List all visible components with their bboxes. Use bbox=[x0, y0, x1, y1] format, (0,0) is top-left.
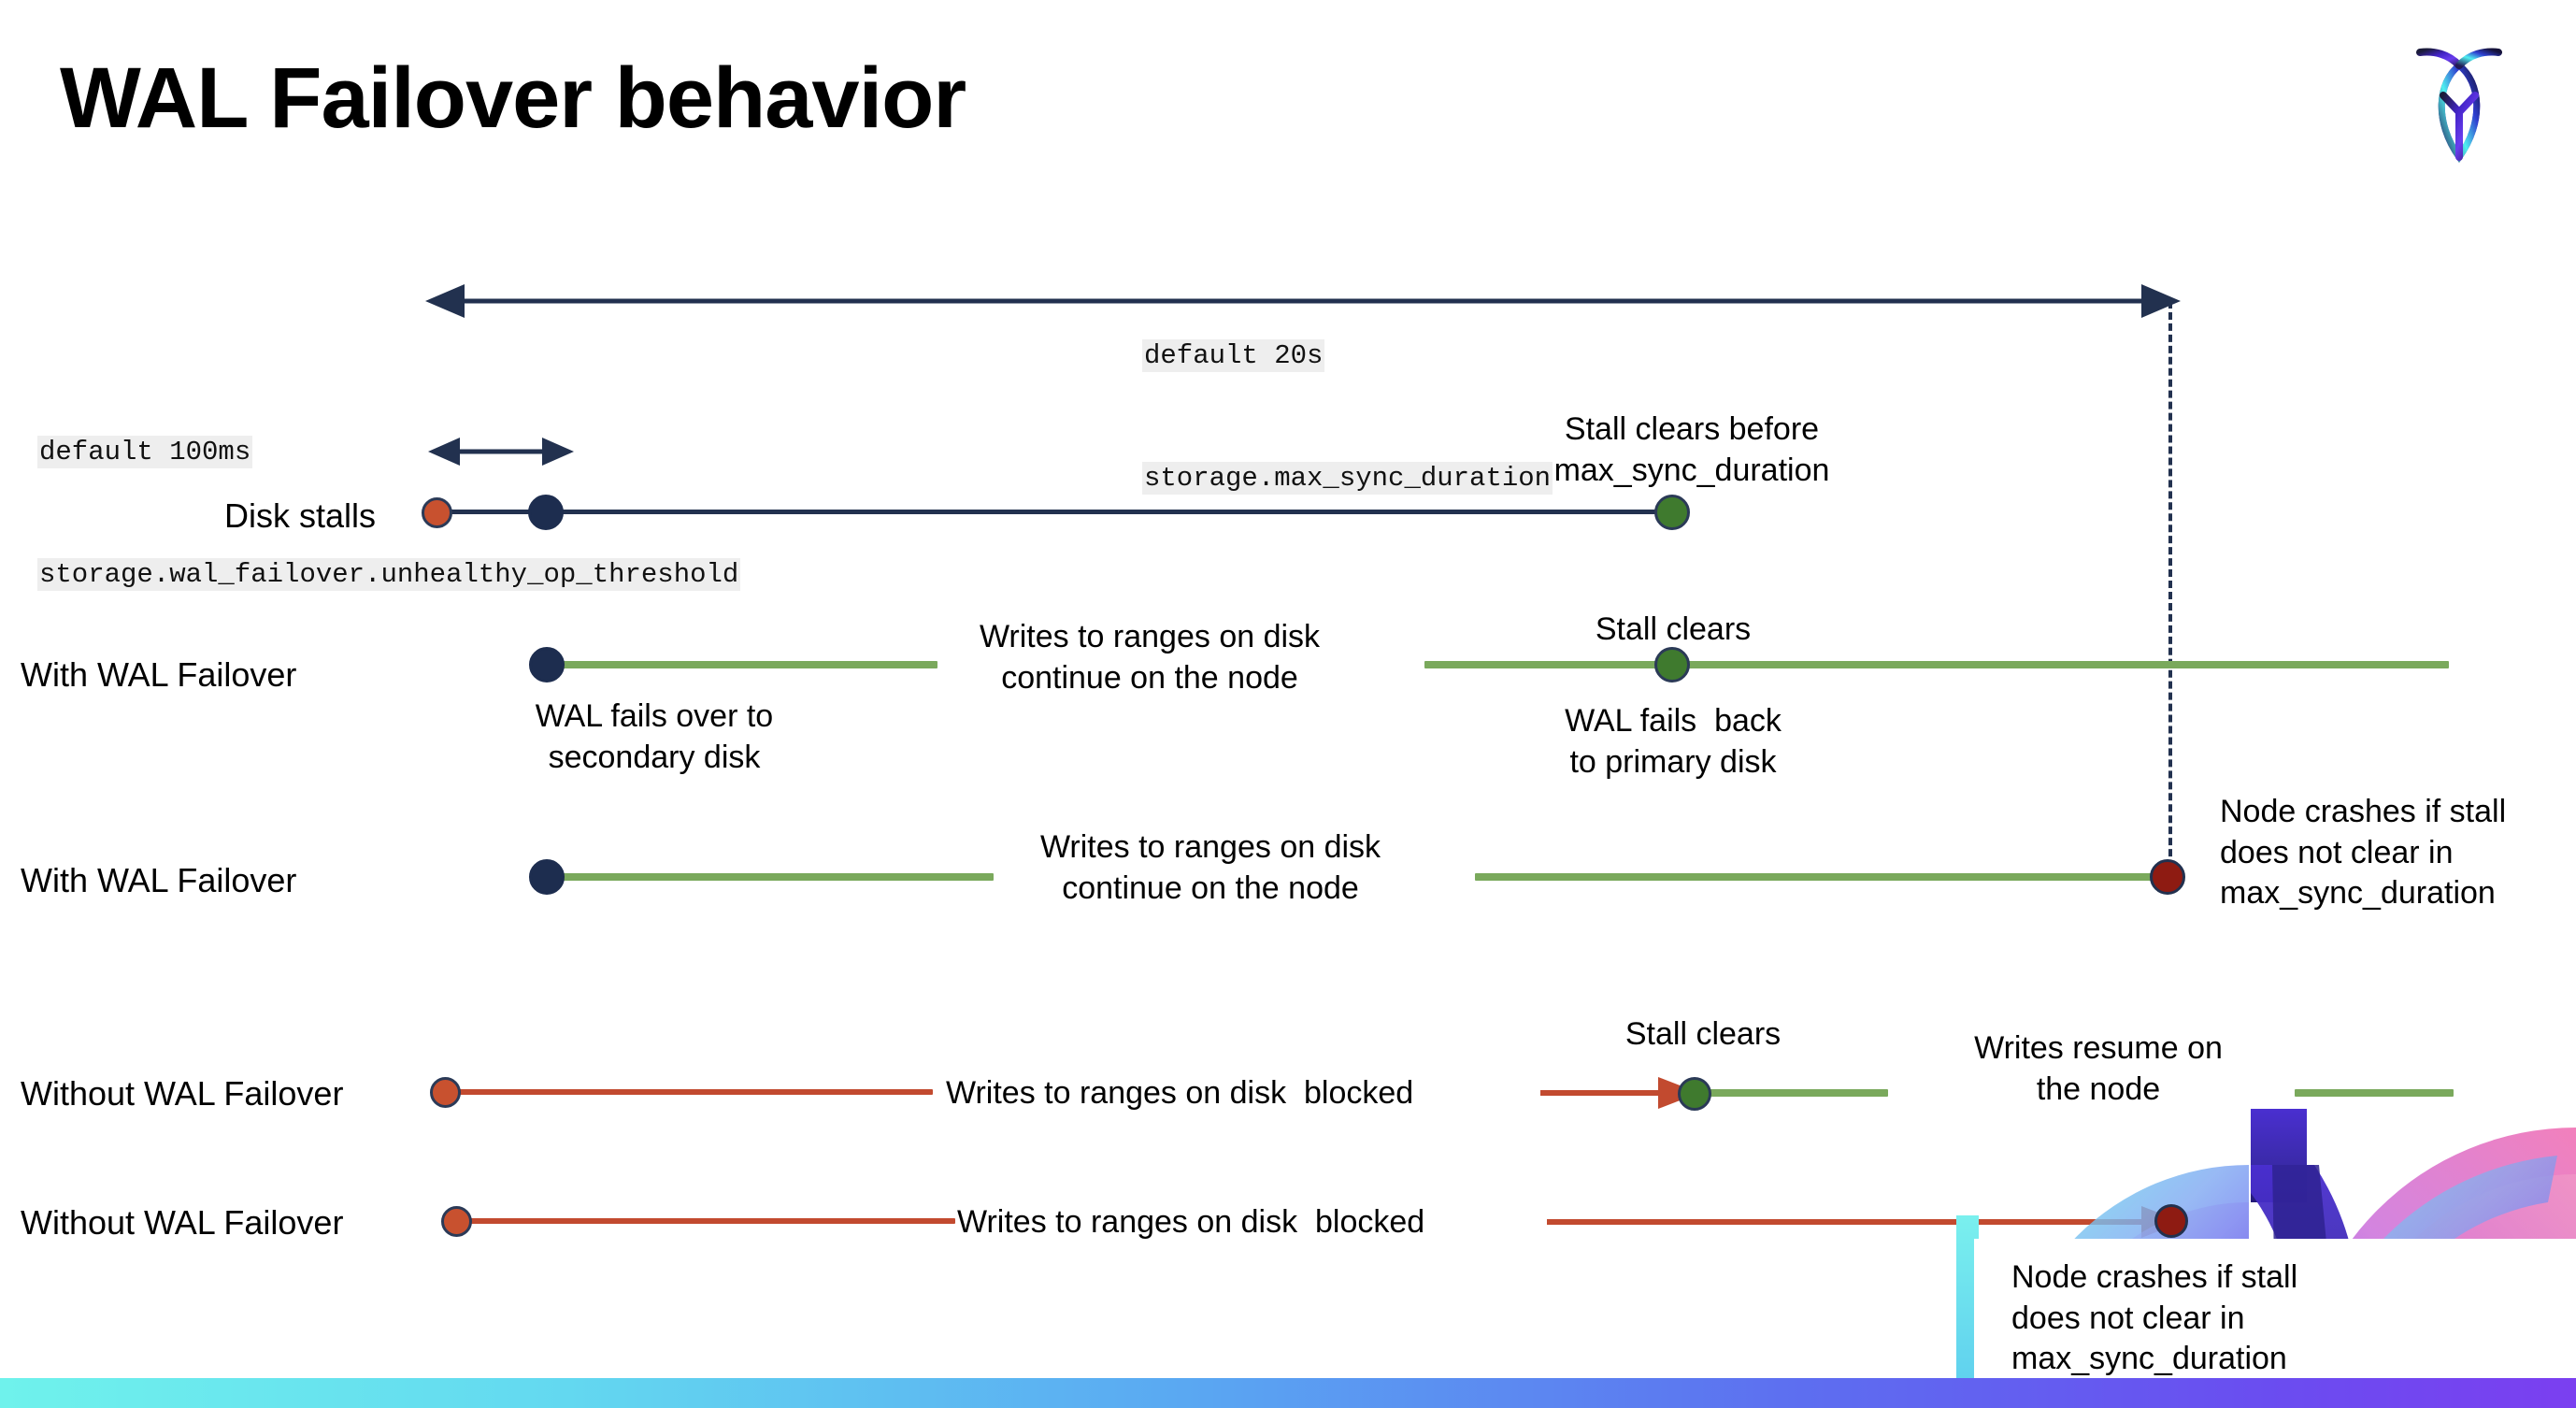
max-sync-duration-arrow bbox=[425, 284, 2181, 318]
note-stall-clears-before-max-sync: Stall clears before max_sync_duration bbox=[1553, 411, 1830, 488]
note-node-crashes-1: Node crashes if stall does not clear in … bbox=[2220, 794, 2507, 912]
note-writes-blocked-1: Writes to ranges on disk blocked bbox=[946, 1075, 1414, 1111]
note-node-crashes-2: Node crashes if stall does not clear in … bbox=[2011, 1259, 2298, 1377]
no-failover-1-blocked-segment bbox=[447, 1089, 933, 1095]
disk-stall-cleared-dot bbox=[1654, 495, 1690, 530]
no-failover-1-clear-dot bbox=[1678, 1077, 1711, 1111]
unhealthy-op-threshold-annotation: default 100ms storage.wal_failover.unhea… bbox=[37, 351, 741, 676]
row-label-with-wal-failover-2: With WAL Failover bbox=[21, 861, 297, 899]
page-title: WAL Failover behavior bbox=[60, 50, 966, 146]
wal-failover-1-clear-dot bbox=[1654, 647, 1690, 682]
max-sync-default-label: default 20s bbox=[1142, 339, 1325, 372]
no-failover-2-crash-dot bbox=[2154, 1204, 2188, 1238]
wal-failover-1-segment-right bbox=[1424, 661, 2449, 668]
no-failover-2-start-dot bbox=[441, 1206, 472, 1237]
max-sync-duration-annotation: default 20s storage.max_sync_duration bbox=[1142, 254, 1553, 580]
wal-failover-2-segment-right bbox=[1475, 873, 2167, 881]
note-wal-fails-back-primary: WAL fails back to primary disk bbox=[1565, 703, 1782, 780]
wal-failover-2-start-dot bbox=[529, 859, 565, 895]
no-failover-1-blocked-arrow bbox=[1540, 1077, 1699, 1109]
no-failover-1-start-dot bbox=[430, 1077, 461, 1108]
note-wal-fails-over-secondary: WAL fails over to secondary disk bbox=[535, 698, 774, 775]
note-stall-clears-2: Stall clears bbox=[1624, 1016, 1782, 1052]
disk-stalls-line bbox=[437, 510, 1681, 514]
unhealthy-setting-label: storage.wal_failover.unhealthy_op_thresh… bbox=[37, 557, 741, 591]
note-writes-continue-1: Writes to ranges on disk continue on the… bbox=[979, 619, 1321, 696]
no-failover-2-blocked-segment-left bbox=[460, 1218, 955, 1224]
bottom-gradient-bar bbox=[0, 1378, 2576, 1408]
max-sync-duration-dashed-line bbox=[2168, 301, 2172, 879]
row-label-disk-stalls: Disk stalls bbox=[224, 496, 377, 535]
wal-failover-1-segment-left bbox=[540, 661, 937, 668]
note-stall-clears-1: Stall clears bbox=[1595, 611, 1752, 647]
row-label-with-wal-failover-1: With WAL Failover bbox=[21, 655, 297, 694]
no-failover-2-blocked-arrow bbox=[1547, 1206, 2182, 1238]
note-writes-resume: Writes resume on the node bbox=[1974, 1030, 2223, 1107]
wal-failover-1-start-dot bbox=[529, 647, 565, 682]
row-label-without-wal-failover-1: Without WAL Failover bbox=[21, 1074, 344, 1113]
wal-failover-2-segment-left bbox=[540, 873, 994, 881]
no-failover-1-resume-segment-far bbox=[2295, 1089, 2454, 1097]
unhealthy-op-threshold-arrow bbox=[428, 438, 574, 466]
no-failover-1-resume-segment bbox=[1709, 1089, 1888, 1097]
disk-stall-start-dot bbox=[422, 497, 452, 528]
max-sync-setting-label: storage.max_sync_duration bbox=[1142, 461, 1553, 495]
disk-stall-detected-dot bbox=[528, 495, 564, 530]
cockroachdb-logo bbox=[2389, 28, 2529, 173]
note-writes-blocked-2: Writes to ranges on disk blocked bbox=[957, 1204, 1425, 1240]
unhealthy-default-label: default 100ms bbox=[37, 436, 253, 468]
wal-failover-2-crash-dot bbox=[2150, 859, 2185, 895]
row-label-without-wal-failover-2: Without WAL Failover bbox=[21, 1203, 344, 1242]
note-writes-continue-2: Writes to ranges on disk continue on the… bbox=[1039, 829, 1381, 906]
